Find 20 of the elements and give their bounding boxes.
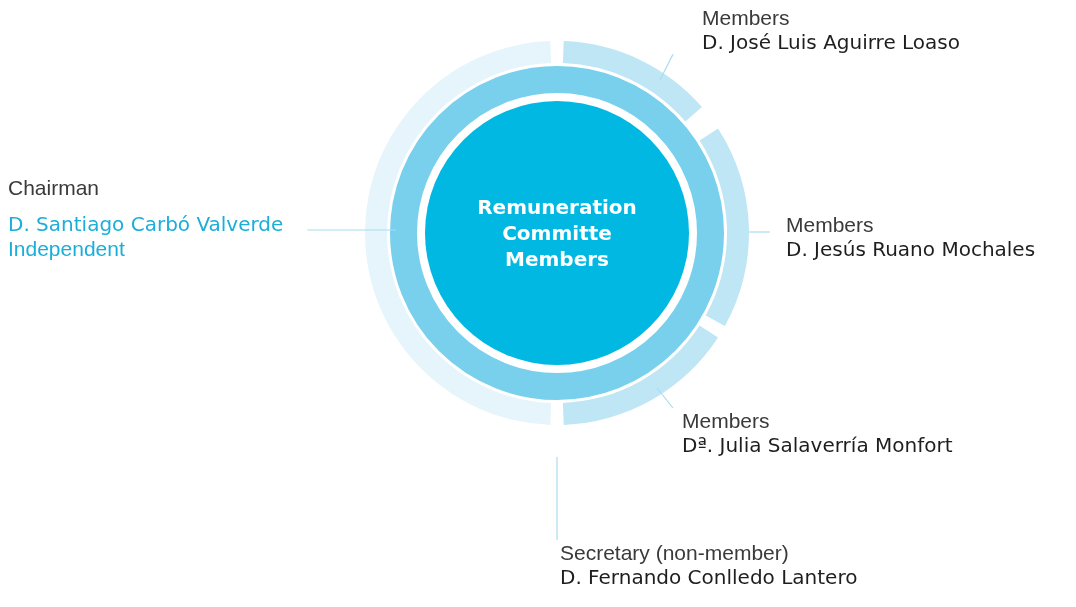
leader-line bbox=[556, 456, 558, 541]
member-name: D. Santiago Carbó Valverde bbox=[8, 212, 284, 237]
leader-line bbox=[656, 387, 674, 409]
role-label: Members bbox=[702, 5, 791, 31]
arc-segment bbox=[699, 128, 749, 327]
role-label: Members bbox=[682, 408, 771, 434]
leader-line bbox=[306, 229, 397, 231]
leader-line bbox=[659, 53, 674, 81]
status-label: Independent bbox=[8, 236, 126, 262]
role-label: Secretary (non-member) bbox=[560, 540, 790, 566]
role-label: Members bbox=[786, 212, 875, 238]
member-name: D. José Luis Aguirre Loaso bbox=[702, 30, 960, 55]
center-title: Remuneration Committe Members bbox=[476, 194, 638, 272]
leader-line bbox=[748, 231, 771, 233]
member-name: Dª. Julia Salaverría Monfort bbox=[682, 433, 953, 458]
ring-shape bbox=[390, 66, 724, 400]
member-name: D. Jesús Ruano Mochales bbox=[786, 237, 1036, 262]
arc-segment bbox=[562, 41, 702, 122]
role-label: Chairman bbox=[8, 175, 101, 201]
member-name: D. Fernando Conlledo Lantero bbox=[560, 565, 858, 590]
